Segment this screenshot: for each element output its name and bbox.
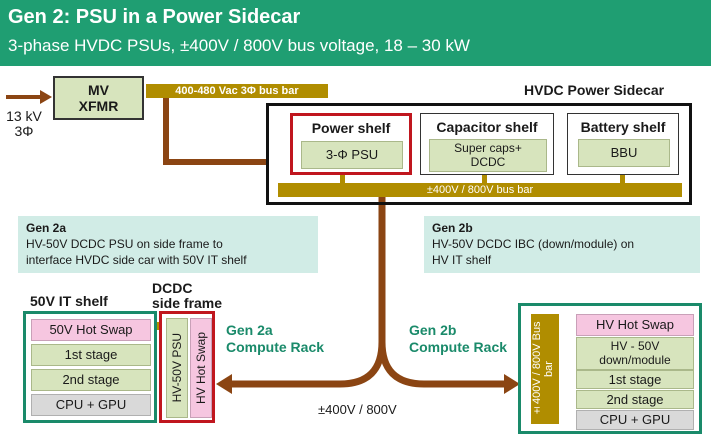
page-subtitle: 3-phase HVDC PSUs, ±400V / 800V bus volt…	[8, 36, 470, 55]
dcdc-title-line1: DCDC	[152, 280, 193, 296]
ac-bus-label: 400-480 Vac 3Φ bus bar	[175, 85, 299, 97]
it-shelf-50v-title: 50V IT shelf	[30, 293, 108, 309]
hv-rack-hot-swap: HV Hot Swap	[576, 314, 694, 336]
hv-arrow-right	[504, 374, 520, 394]
input-arrow-head	[40, 90, 52, 104]
gen2b-note-line1: HV-50V DCDC IBC (down/module) on	[432, 237, 635, 252]
hvdc-power-sidecar	[266, 103, 692, 205]
first-stage: 1st stage	[31, 344, 151, 366]
gen2b-note-line2: HV IT shelf	[432, 253, 492, 268]
gen2a-note-line2: interface HVDC side car with 50V IT shel…	[26, 253, 247, 268]
gen2b-rack-line2: Compute Rack	[409, 338, 508, 355]
gen2b-compute-rack-label: Gen 2b Compute Rack	[409, 322, 507, 356]
bbu: BBU	[578, 139, 670, 167]
hv-hot-swap: HV Hot Swap	[190, 318, 212, 418]
it-shelf-50v: 50V Hot Swap 1st stage 2nd stage CPU + G…	[23, 311, 157, 423]
gen2a-rack-line2: Compute Rack	[226, 338, 325, 355]
second-stage: 2nd stage	[31, 369, 151, 391]
super-caps-line1: Super caps+	[454, 141, 522, 155]
input-voltage-label: 13 kV 3Φ	[6, 108, 42, 140]
hv-50v-down-module: HV - 50V down/module	[576, 337, 694, 370]
gen2a-note-title: Gen 2a	[26, 221, 67, 235]
gen2b-note: Gen 2b HV-50V DCDC IBC (down/module) on …	[424, 216, 700, 273]
hv-rack-cpu-gpu: CPU + GPU	[576, 410, 694, 430]
three-phase-psu: 3-Φ PSU	[301, 141, 403, 169]
psu-bus-connector	[340, 170, 345, 184]
hv-50v-psu-label: HV-50V PSU	[170, 333, 184, 403]
capacitor-shelf: Capacitor shelf Super caps+ DCDC	[420, 113, 554, 175]
ac-bus-bar	[146, 84, 328, 98]
power-shelf: Power shelf 3-Φ PSU	[290, 113, 412, 175]
battery-shelf-title: Battery shelf	[580, 119, 666, 135]
dcdc-side-frame-title: DCDC side frame	[152, 281, 222, 310]
ac-feed-line	[163, 98, 268, 165]
input-phase: 3Φ	[14, 123, 34, 140]
gen2b-rack-line1: Gen 2b	[409, 322, 457, 338]
hv-50v-psu: HV-50V PSU	[166, 318, 188, 418]
hv-rack-first-stage: 1st stage	[576, 370, 694, 389]
battery-shelf: Battery shelf BBU	[567, 113, 679, 175]
title-banner: Gen 2: PSU in a Power Sidecar 3-phase HV…	[0, 0, 711, 66]
hv-bus-label: ±400V / 800V	[318, 402, 397, 417]
hv-bus-bar-label: ±400V / 800V Bus bar	[531, 321, 555, 417]
gen2a-note-line1: HV-50V DCDC PSU on side frame to	[26, 237, 223, 252]
cap-bus-connector	[482, 170, 487, 184]
hot-swap-50v: 50V Hot Swap	[31, 319, 151, 341]
super-caps-line2: DCDC	[470, 155, 506, 169]
gen2a-rack-line1: Gen 2a	[226, 322, 273, 338]
transformer-line1: MV	[88, 82, 109, 98]
page-title: Gen 2: PSU in a Power Sidecar	[8, 6, 301, 28]
hv-trunk-right	[378, 341, 505, 388]
mv-transformer: MV XFMR	[53, 76, 144, 120]
power-shelf-title: Power shelf	[311, 120, 391, 136]
gen2b-note-title: Gen 2b	[432, 221, 473, 235]
hv-it-rack: ±400V / 800V Bus bar HV Hot Swap HV - 50…	[518, 303, 702, 434]
hv-bus-bar: ±400V / 800V Bus bar	[531, 314, 559, 424]
cpu-gpu: CPU + GPU	[31, 394, 151, 416]
bbu-bus-connector	[620, 170, 625, 184]
dcdc-side-frame: HV-50V PSU HV Hot Swap	[159, 311, 215, 423]
input-voltage: 13 kV	[6, 108, 42, 124]
sidecar-bus-bar: ±400V / 800V bus bar	[278, 183, 682, 197]
dcdc-title-line2: side frame	[152, 294, 223, 311]
hv-hot-swap-label: HV Hot Swap	[194, 331, 208, 405]
hv-rack-second-stage: 2nd stage	[576, 390, 694, 409]
super-caps-dcdc: Super caps+ DCDC	[429, 139, 547, 172]
gen2a-compute-rack-label: Gen 2a Compute Rack	[226, 322, 324, 356]
hv-arrow-left	[216, 374, 232, 394]
gen2a-note: Gen 2a HV-50V DCDC PSU on side frame to …	[18, 216, 318, 273]
transformer-line2: XFMR	[78, 98, 119, 114]
sidecar-title: HVDC Power Sidecar	[524, 82, 665, 98]
capacitor-shelf-title: Capacitor shelf	[436, 119, 538, 135]
